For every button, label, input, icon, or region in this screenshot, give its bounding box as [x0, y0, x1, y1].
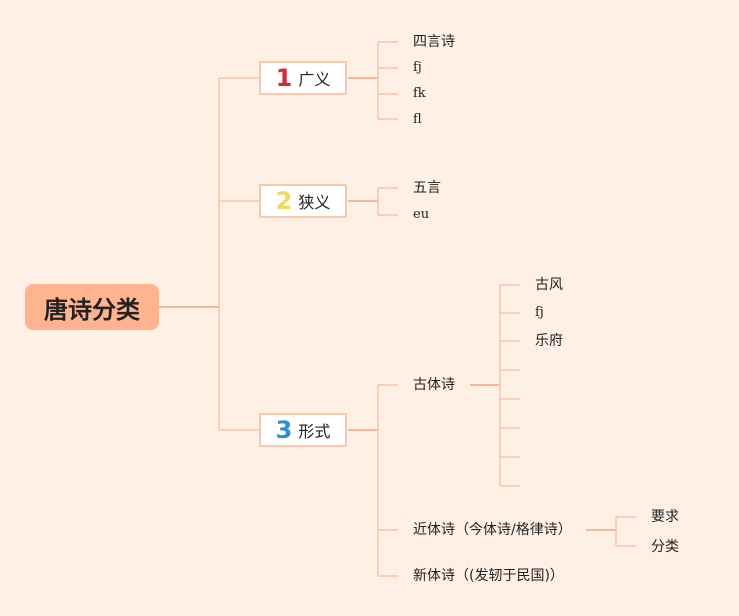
leaf-node[interactable]: 五言	[413, 180, 441, 196]
leaf-node[interactable]: 要求	[651, 509, 679, 525]
leaf-node[interactable]: eu	[413, 207, 430, 222]
jintishi-node[interactable]: 近体诗（今体诗/格律诗）	[413, 522, 572, 538]
gutishi-node[interactable]: 古体诗	[413, 377, 455, 393]
xintishi-node[interactable]: 新体诗（(发轫于民国)）	[413, 568, 564, 584]
branch-node-2[interactable]: 2 狭义	[259, 184, 347, 218]
leaf-node[interactable]: fl	[413, 112, 422, 127]
leaf-node[interactable]: 四言诗	[413, 34, 455, 50]
branch-label: 广义	[298, 70, 331, 89]
leaf-node[interactable]: 分类	[651, 539, 679, 555]
root-node[interactable]: 唐诗分类	[25, 284, 159, 330]
leaf-node[interactable]: 乐府	[535, 333, 563, 349]
branch-label: 形式	[298, 422, 331, 441]
number-3-icon: 3	[275, 416, 293, 444]
branch-node-1[interactable]: 1 广义	[259, 61, 347, 95]
leaf-node[interactable]: 古风	[535, 277, 563, 293]
number-1-icon: 1	[275, 64, 293, 92]
leaf-node[interactable]: fk	[413, 86, 426, 101]
leaf-node[interactable]: fj	[413, 60, 422, 75]
branch-node-3[interactable]: 3 形式	[259, 413, 347, 447]
root-label: 唐诗分类	[44, 295, 140, 324]
leaf-node[interactable]: fj	[535, 305, 544, 320]
number-2-icon: 2	[275, 187, 293, 215]
branch-label: 狭义	[298, 193, 331, 212]
